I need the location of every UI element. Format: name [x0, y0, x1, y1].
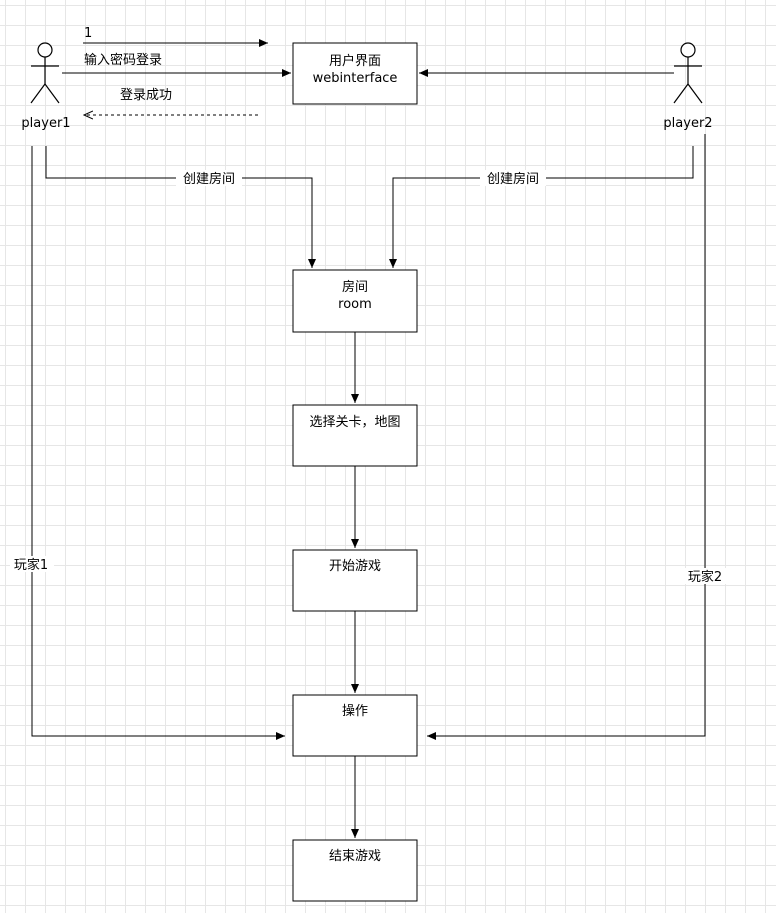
edge-1-label: 1: [84, 26, 92, 41]
player1-label: player1: [21, 116, 70, 131]
ui-box-title: 用户界面: [329, 53, 381, 69]
player2-actor-icon: [673, 42, 703, 104]
edge-player1-operate: [31, 146, 285, 740]
edge-player1-create-room: [45, 146, 316, 268]
edge-player2-operate: [427, 134, 706, 740]
edge-player1-operate-label: 玩家1: [14, 557, 48, 573]
player1-actor-icon: [30, 42, 60, 104]
end-game-label: 结束游戏: [329, 849, 381, 864]
edge-login-label: 输入密码登录: [84, 52, 162, 68]
start-game-label: 开始游戏: [329, 559, 381, 574]
room-box-title: 房间: [342, 279, 368, 295]
operate-label: 操作: [342, 703, 368, 719]
room-box-subtitle: room: [338, 297, 372, 312]
end-game-box: 结束游戏: [292, 839, 418, 902]
select-level-label: 选择关卡，地图: [309, 415, 400, 430]
edge-player2-create-room: [389, 146, 694, 268]
edge-player1-create-room-label: 创建房间: [183, 171, 235, 187]
ui-box-subtitle: webinterface: [313, 71, 398, 86]
player2-label: player2: [663, 116, 712, 131]
edge-player2-operate-label: 玩家2: [688, 569, 722, 585]
start-game-box: 开始游戏: [292, 549, 418, 612]
ui-box: 用户界面 webinterface: [292, 42, 418, 105]
room-box: 房间 room: [292, 269, 418, 333]
operate-box: 操作: [292, 694, 418, 757]
edge-player2-create-room-label: 创建房间: [487, 171, 539, 187]
edge-login-success-label: 登录成功: [120, 88, 172, 103]
select-level-box: 选择关卡，地图: [292, 404, 418, 467]
